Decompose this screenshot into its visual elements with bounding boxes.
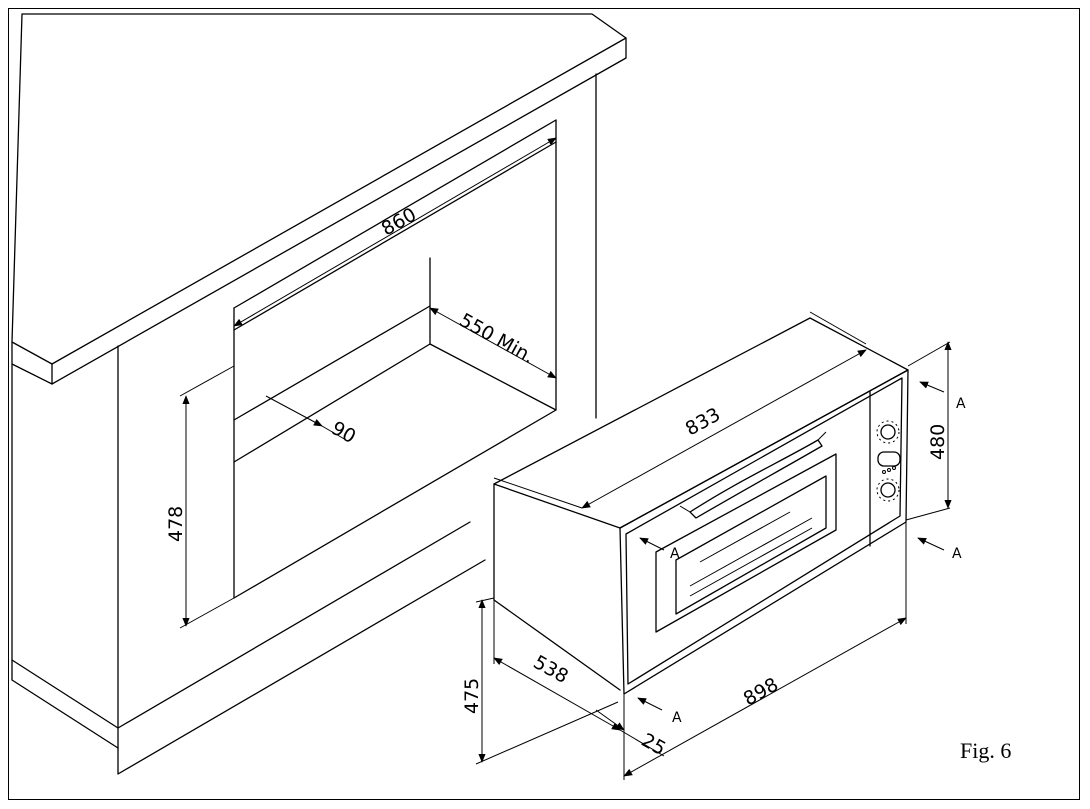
section-mark-a: A — [952, 546, 962, 562]
oven-dimensions — [475, 311, 952, 780]
figure-caption: Fig. 6 — [960, 738, 1011, 763]
knob-icon — [876, 420, 900, 444]
section-mark-a: A — [670, 546, 680, 562]
cabinet-dimensions — [179, 137, 557, 629]
dim-niche-depth: 550 Min. — [456, 309, 538, 368]
section-mark-a: A — [956, 396, 966, 412]
dim-niche-width: 860 — [378, 204, 420, 241]
timer-display-icon — [877, 451, 901, 474]
dim-oven-body-height: 475 — [461, 678, 483, 714]
cabinet — [11, 13, 627, 775]
dim-niche-height: 478 — [165, 506, 187, 542]
dim-oven-front-thickness: 25 — [638, 729, 670, 760]
drawing-frame — [8, 8, 1080, 800]
control-panel — [876, 420, 901, 502]
knob-icon — [876, 478, 900, 502]
dim-oven-width: 833 — [682, 404, 724, 441]
dim-oven-height-front: 480 — [927, 424, 949, 460]
section-mark-a: A — [672, 710, 682, 726]
dim-oven-front-width: 898 — [740, 674, 782, 711]
section-markers — [637, 381, 945, 711]
dim-niche-offset: 90 — [328, 417, 360, 448]
